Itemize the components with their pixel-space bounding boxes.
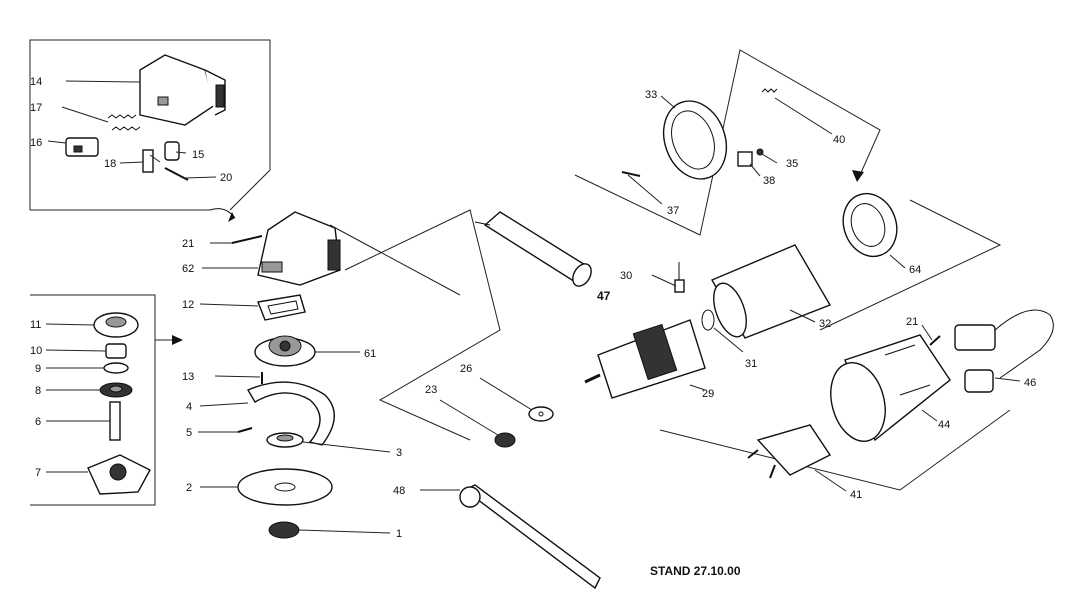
label-29: 29 — [702, 388, 714, 400]
gear-housing-62 — [257, 211, 341, 286]
label-7: 7 — [35, 467, 41, 479]
brush-30 — [674, 262, 685, 293]
label-12: 12 — [182, 299, 194, 311]
label-44: 44 — [938, 419, 950, 431]
guard-4 — [246, 381, 335, 446]
screw-5 — [237, 427, 253, 433]
label-41: 41 — [850, 489, 862, 501]
label-62: 62 — [182, 263, 194, 275]
armature-29 — [584, 319, 706, 399]
brush-holder-38 — [737, 151, 753, 167]
label-4: 4 — [186, 401, 192, 413]
springs-17 — [107, 114, 141, 131]
switch-housing-detail-14 — [139, 54, 226, 126]
ring-9 — [103, 362, 129, 374]
label-20: 20 — [220, 172, 232, 184]
label-61: 61 — [364, 348, 376, 360]
label-2: 2 — [186, 482, 192, 494]
gear-11 — [93, 312, 139, 338]
bushing-15 — [164, 141, 180, 161]
label-26: 26 — [460, 363, 472, 375]
gasket-12 — [257, 294, 306, 321]
label-33: 33 — [645, 89, 657, 101]
switch-41 — [747, 424, 832, 479]
label-38: 38 — [763, 175, 775, 187]
gear-plate-61 — [254, 335, 316, 367]
label-11: 11 — [30, 319, 41, 331]
label-21-right: 21 — [906, 316, 918, 328]
part-labels: 14 17 16 15 18 20 21 62 12 13 61 4 5 3 2… — [30, 76, 1036, 578]
pin-37 — [621, 171, 641, 177]
label-16: 16 — [30, 137, 42, 149]
label-32: 32 — [819, 318, 831, 330]
nut-1 — [268, 521, 300, 539]
lever-18 — [142, 149, 161, 173]
nut-23 — [494, 432, 516, 448]
frame-switch-detail — [29, 39, 271, 222]
disc-2 — [237, 468, 333, 506]
label-15: 15 — [192, 149, 204, 161]
spring-40 — [761, 88, 778, 93]
label-17: 17 — [30, 102, 42, 114]
label-1: 1 — [396, 528, 402, 540]
ring-31 — [701, 309, 715, 331]
spanner-48 — [459, 484, 601, 590]
label-37: 37 — [667, 205, 679, 217]
bearing-cap-64 — [842, 192, 898, 258]
label-64: 64 — [909, 264, 921, 276]
flange-3 — [266, 432, 304, 448]
frame-housing-group — [329, 49, 1011, 491]
label-31: 31 — [745, 358, 757, 370]
switch-block-16 — [65, 137, 99, 157]
spindle-6 — [109, 401, 121, 441]
frame-gear-detail — [30, 294, 183, 506]
label-46: 46 — [1024, 377, 1036, 389]
label-5: 5 — [186, 427, 192, 439]
label-14: 14 — [30, 76, 42, 88]
label-9: 9 — [35, 363, 41, 375]
label-35: 35 — [786, 158, 798, 170]
label-40: 40 — [833, 134, 845, 146]
label-23: 23 — [425, 384, 437, 396]
leader-lines — [45, 80, 1021, 534]
label-18: 18 — [104, 158, 116, 170]
label-6: 6 — [35, 416, 41, 428]
side-handle-47 — [474, 211, 592, 287]
label-13: 13 — [182, 371, 194, 383]
screw-21-left — [231, 235, 263, 244]
bushing-10 — [105, 343, 127, 359]
pin-20 — [164, 167, 189, 181]
cable-46 — [954, 309, 1054, 393]
stator-32 — [711, 244, 832, 339]
stand-date: STAND 27.10.00 — [650, 564, 741, 578]
label-21-left: 21 — [182, 238, 194, 250]
flange-housing-7 — [87, 454, 151, 495]
clip-35 — [756, 148, 764, 156]
label-48: 48 — [393, 485, 405, 497]
label-10: 10 — [30, 345, 42, 357]
screw-21-right — [929, 335, 941, 346]
label-3: 3 — [396, 447, 402, 459]
bearing-cap-33 — [662, 100, 728, 180]
label-8: 8 — [35, 385, 41, 397]
washer-26 — [528, 406, 554, 422]
label-47: 47 — [597, 289, 611, 303]
rear-housing-44 — [830, 334, 951, 442]
label-30: 30 — [620, 270, 632, 282]
bearing-8 — [99, 382, 133, 398]
